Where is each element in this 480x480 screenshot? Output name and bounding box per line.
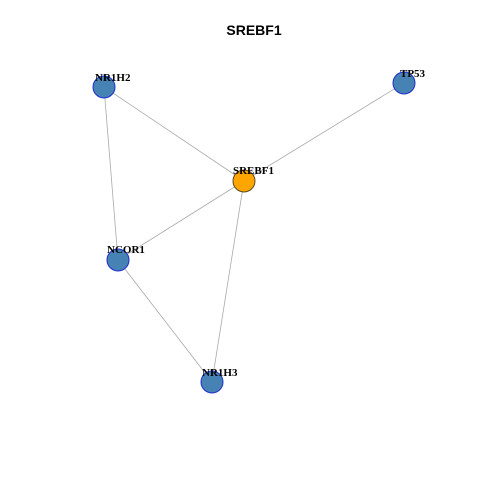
node-label-tp53: TP53 [400, 68, 426, 80]
node-label-srebf1: SREBF1 [233, 165, 274, 177]
edge-nr1h2-ncor1 [103, 86, 119, 261]
edge-srebf1-nr1h3 [211, 180, 245, 383]
node-label-ncor1: NCOR1 [107, 244, 145, 256]
edge-srebf1-ncor1 [117, 180, 245, 261]
plot-title: SREBF1 [226, 22, 281, 38]
edge-tp53-srebf1 [243, 82, 405, 182]
node-ncor1 [106, 248, 130, 272]
nodes-layer [92, 71, 416, 394]
node-label-nr1h3: NR1H3 [202, 367, 238, 379]
edges-layer [103, 82, 405, 383]
edge-nr1h2-srebf1 [103, 86, 245, 182]
node-nr1h2 [92, 75, 116, 99]
node-srebf1 [232, 169, 256, 193]
node-label-nr1h2: NR1H2 [95, 72, 131, 84]
node-nr1h3 [200, 370, 224, 394]
edge-ncor1-nr1h3 [117, 259, 213, 383]
node-tp53 [392, 71, 416, 95]
